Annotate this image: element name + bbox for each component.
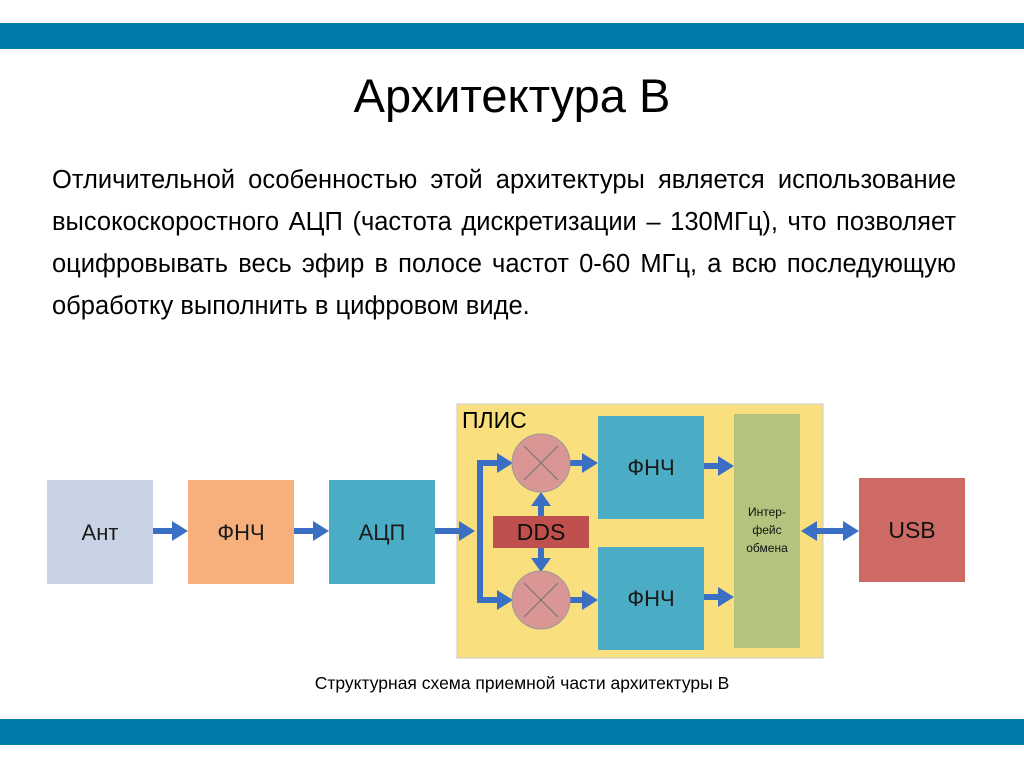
description-paragraph: Отличительной особенностью этой архитект… [52,166,956,320]
arrowhead-dds-to-mixer-top [531,492,551,506]
diagram-caption: Структурная схема приемной части архитек… [314,673,730,693]
interface-block [734,414,800,648]
page-title: Архитектура B [353,69,671,122]
interface-label-line1: Интер- [748,505,786,519]
input-lpf-block [188,480,294,584]
arrowhead-to-interface [801,521,817,541]
interface-label-line2: фейс [752,523,781,537]
antenna-label: Ант [82,520,119,545]
dds-label: DDS [517,519,566,545]
lpf-bottom-label: ФНЧ [627,586,674,611]
antenna-block [47,480,153,584]
arrowhead-mixer-bottom-to-lpf [582,590,598,610]
fpga-label: ПЛИС [462,407,527,433]
lpf-top-block [598,416,704,519]
arrowhead-mixer-bottom [497,590,513,610]
adc-block [329,480,435,584]
usb-block [859,478,965,582]
usb-label: USB [888,517,935,543]
block-diagram: ПЛИС Ант ФНЧ АЦП [47,403,965,659]
adc-label: АЦП [359,520,406,545]
mixer-bottom [511,570,571,630]
mixer-top [511,433,571,493]
arrowhead-adc-to-split [459,521,475,541]
dds-block [493,516,589,548]
input-lpf-label: ФНЧ [217,520,264,545]
arrowhead-mixer-top [497,453,513,473]
signal-arrows [153,453,859,610]
arrowhead-lpf-top-to-interface [718,456,734,476]
lpf-top-label: ФНЧ [627,455,674,480]
arrowhead-ant-to-lpf [172,521,188,541]
arrowhead-to-usb [843,521,859,541]
arrowhead-lpf-bottom-to-interface [718,587,734,607]
top-accent-bar [0,23,1024,49]
arrowhead-dds-to-mixer-bottom [531,558,551,572]
interface-label-line3: обмена [746,541,788,555]
bottom-accent-bar [0,719,1024,745]
arrowhead-mixer-top-to-lpf [582,453,598,473]
lpf-bottom-block [598,547,704,650]
arrowhead-lpf-to-adc [313,521,329,541]
